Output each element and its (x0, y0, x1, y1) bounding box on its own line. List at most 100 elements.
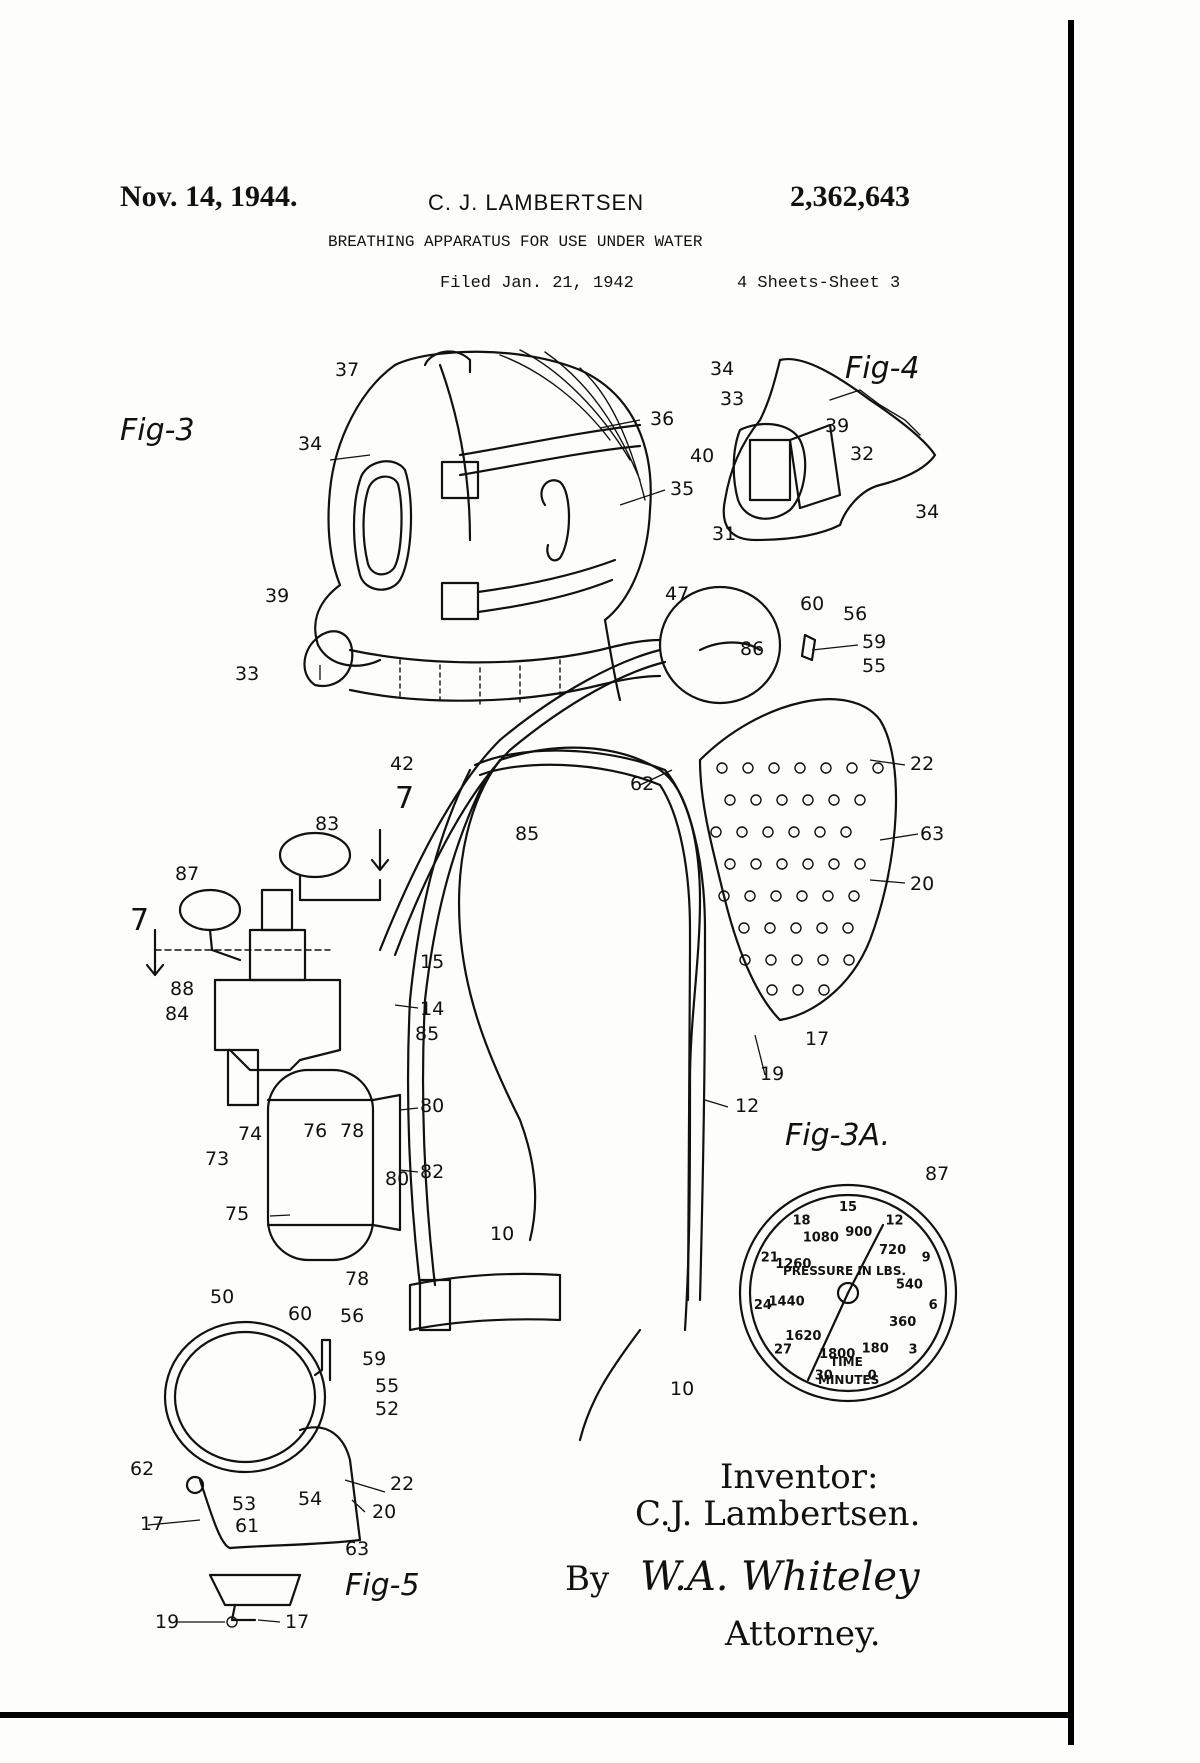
bag-hole (788, 826, 800, 838)
tube-85 (378, 648, 662, 952)
bag-hole (828, 858, 840, 870)
ref-59: 59 (862, 631, 886, 653)
bag-hole (710, 826, 722, 838)
ref-fig5-61: 61 (235, 1515, 259, 1537)
mask-faceplate-inner (362, 475, 403, 576)
ref-35: 35 (670, 478, 694, 500)
tube-corrugation (399, 659, 561, 707)
ref-fig5-60: 60 (288, 1303, 312, 1325)
cylinder-bracket-80 (371, 1093, 402, 1232)
fig3-label: Fig-3 (120, 413, 195, 448)
bag-section-61 (198, 1478, 232, 1550)
bag-hole (818, 984, 830, 996)
bag-hole (762, 826, 774, 838)
section-mark-7-top: 7 (395, 781, 414, 816)
bag-hole (828, 794, 840, 806)
ref-17: 17 (805, 1028, 829, 1050)
bag-hole (802, 794, 814, 806)
gauge-pressure-numeral: 1260 (775, 1257, 811, 1272)
head-strap-lower-2 (476, 578, 614, 614)
gauge-time-label: TIME (830, 1355, 863, 1369)
bag-hole (854, 794, 866, 806)
mouthpiece-serrations (829, 389, 921, 436)
ref-fig3a-87: 87 (925, 1163, 949, 1185)
regulator-stem (260, 888, 294, 932)
leader-lines (147, 419, 919, 1623)
tube-85-inner (393, 660, 667, 957)
ref-85: 85 (515, 823, 539, 845)
patent-title: BREATHING APPARATUS FOR USE UNDER WATER (328, 233, 703, 251)
ref-fig5-55: 55 (375, 1375, 399, 1397)
gauge-outer-ring (738, 1183, 958, 1403)
ref-83: 83 (315, 813, 339, 835)
ref-fig4-39: 39 (825, 415, 849, 437)
breathing-tube-42-upper (348, 638, 662, 664)
gauge-time-numeral: 6 (929, 1298, 938, 1313)
canister-ring-50 (163, 1320, 327, 1474)
ref-82: 82 (420, 1161, 444, 1183)
bag-hole (802, 858, 814, 870)
ref-fig4-34b: 34 (915, 501, 939, 523)
body-front (457, 758, 537, 1242)
ref-74: 74 (238, 1123, 262, 1145)
bag-hole (846, 762, 858, 774)
gauge-needle-upper (846, 1223, 885, 1295)
breathing-bag-20 (698, 698, 898, 1022)
bag-hole (814, 826, 826, 838)
bag-hole (791, 954, 803, 966)
ref-fig5-19: 19 (155, 1611, 179, 1633)
head-strap-36-lower (458, 444, 642, 477)
ref-fig4-32: 32 (850, 443, 874, 465)
regulator-head (248, 928, 307, 982)
front-strap-14 (406, 768, 472, 1287)
bag-hole (750, 794, 762, 806)
ref-15: 15 (420, 951, 444, 973)
fig3-diver-drawing: 37 34 36 35 39 33 47 60 56 59 55 86 42 2… (120, 349, 944, 1442)
bag-hole (750, 858, 762, 870)
patent-number: 2,362,643 (790, 180, 910, 213)
bag-hole (840, 826, 852, 838)
gauge-time-numeral: 21 (761, 1250, 779, 1265)
bag-hole (718, 890, 730, 902)
harness-strap-12-inner (478, 763, 692, 1302)
bag-hole (842, 922, 854, 934)
ref-fig5-22: 22 (390, 1473, 414, 1495)
bag-hole (739, 954, 751, 966)
bag-hole (872, 762, 884, 774)
tube-62 (185, 1475, 205, 1495)
sheet-bottom-border (0, 1712, 1074, 1718)
patent-inventor: C. J. LAMBERTSEN (428, 190, 645, 215)
fig4-reference-numerals: 34 33 39 40 32 34 31 (690, 358, 939, 545)
gauge-pressure-label: PRESSURE IN LBS. (783, 1264, 906, 1278)
gauge-pressure-numeral: 1440 (769, 1295, 805, 1310)
bag-hole (796, 890, 808, 902)
ref-fig5-53: 53 (232, 1493, 256, 1515)
gauge-time-numeral: 15 (839, 1200, 857, 1215)
harness-strap-12 (473, 749, 707, 1302)
bag-hole (724, 858, 736, 870)
neck-back (603, 618, 622, 702)
ref-10: 10 (490, 1223, 514, 1245)
ref-fig5-20: 20 (372, 1501, 396, 1523)
ref-47: 47 (665, 583, 689, 605)
ref-85b: 85 (415, 1023, 439, 1045)
cylinder-clamps-74-75 (266, 1098, 375, 1227)
ref-73: 73 (205, 1148, 229, 1170)
mouthpiece-33 (303, 630, 354, 688)
gauge-needle-lower (806, 1291, 850, 1382)
bag-hole (792, 984, 804, 996)
hair-strokes (499, 349, 646, 501)
belt-10 (408, 1272, 562, 1332)
bag-hole (822, 890, 834, 902)
bypass-body (298, 873, 382, 902)
bag-hole (843, 954, 855, 966)
ref-87: 87 (175, 863, 199, 885)
ref-fig5-52: 52 (375, 1398, 399, 1420)
mouthpiece-bite-39 (788, 423, 842, 510)
bag-hole (820, 762, 832, 774)
strap-buckle-upper (440, 460, 480, 500)
ref-19: 19 (760, 1063, 784, 1085)
gauge-inner-ring (748, 1193, 948, 1393)
